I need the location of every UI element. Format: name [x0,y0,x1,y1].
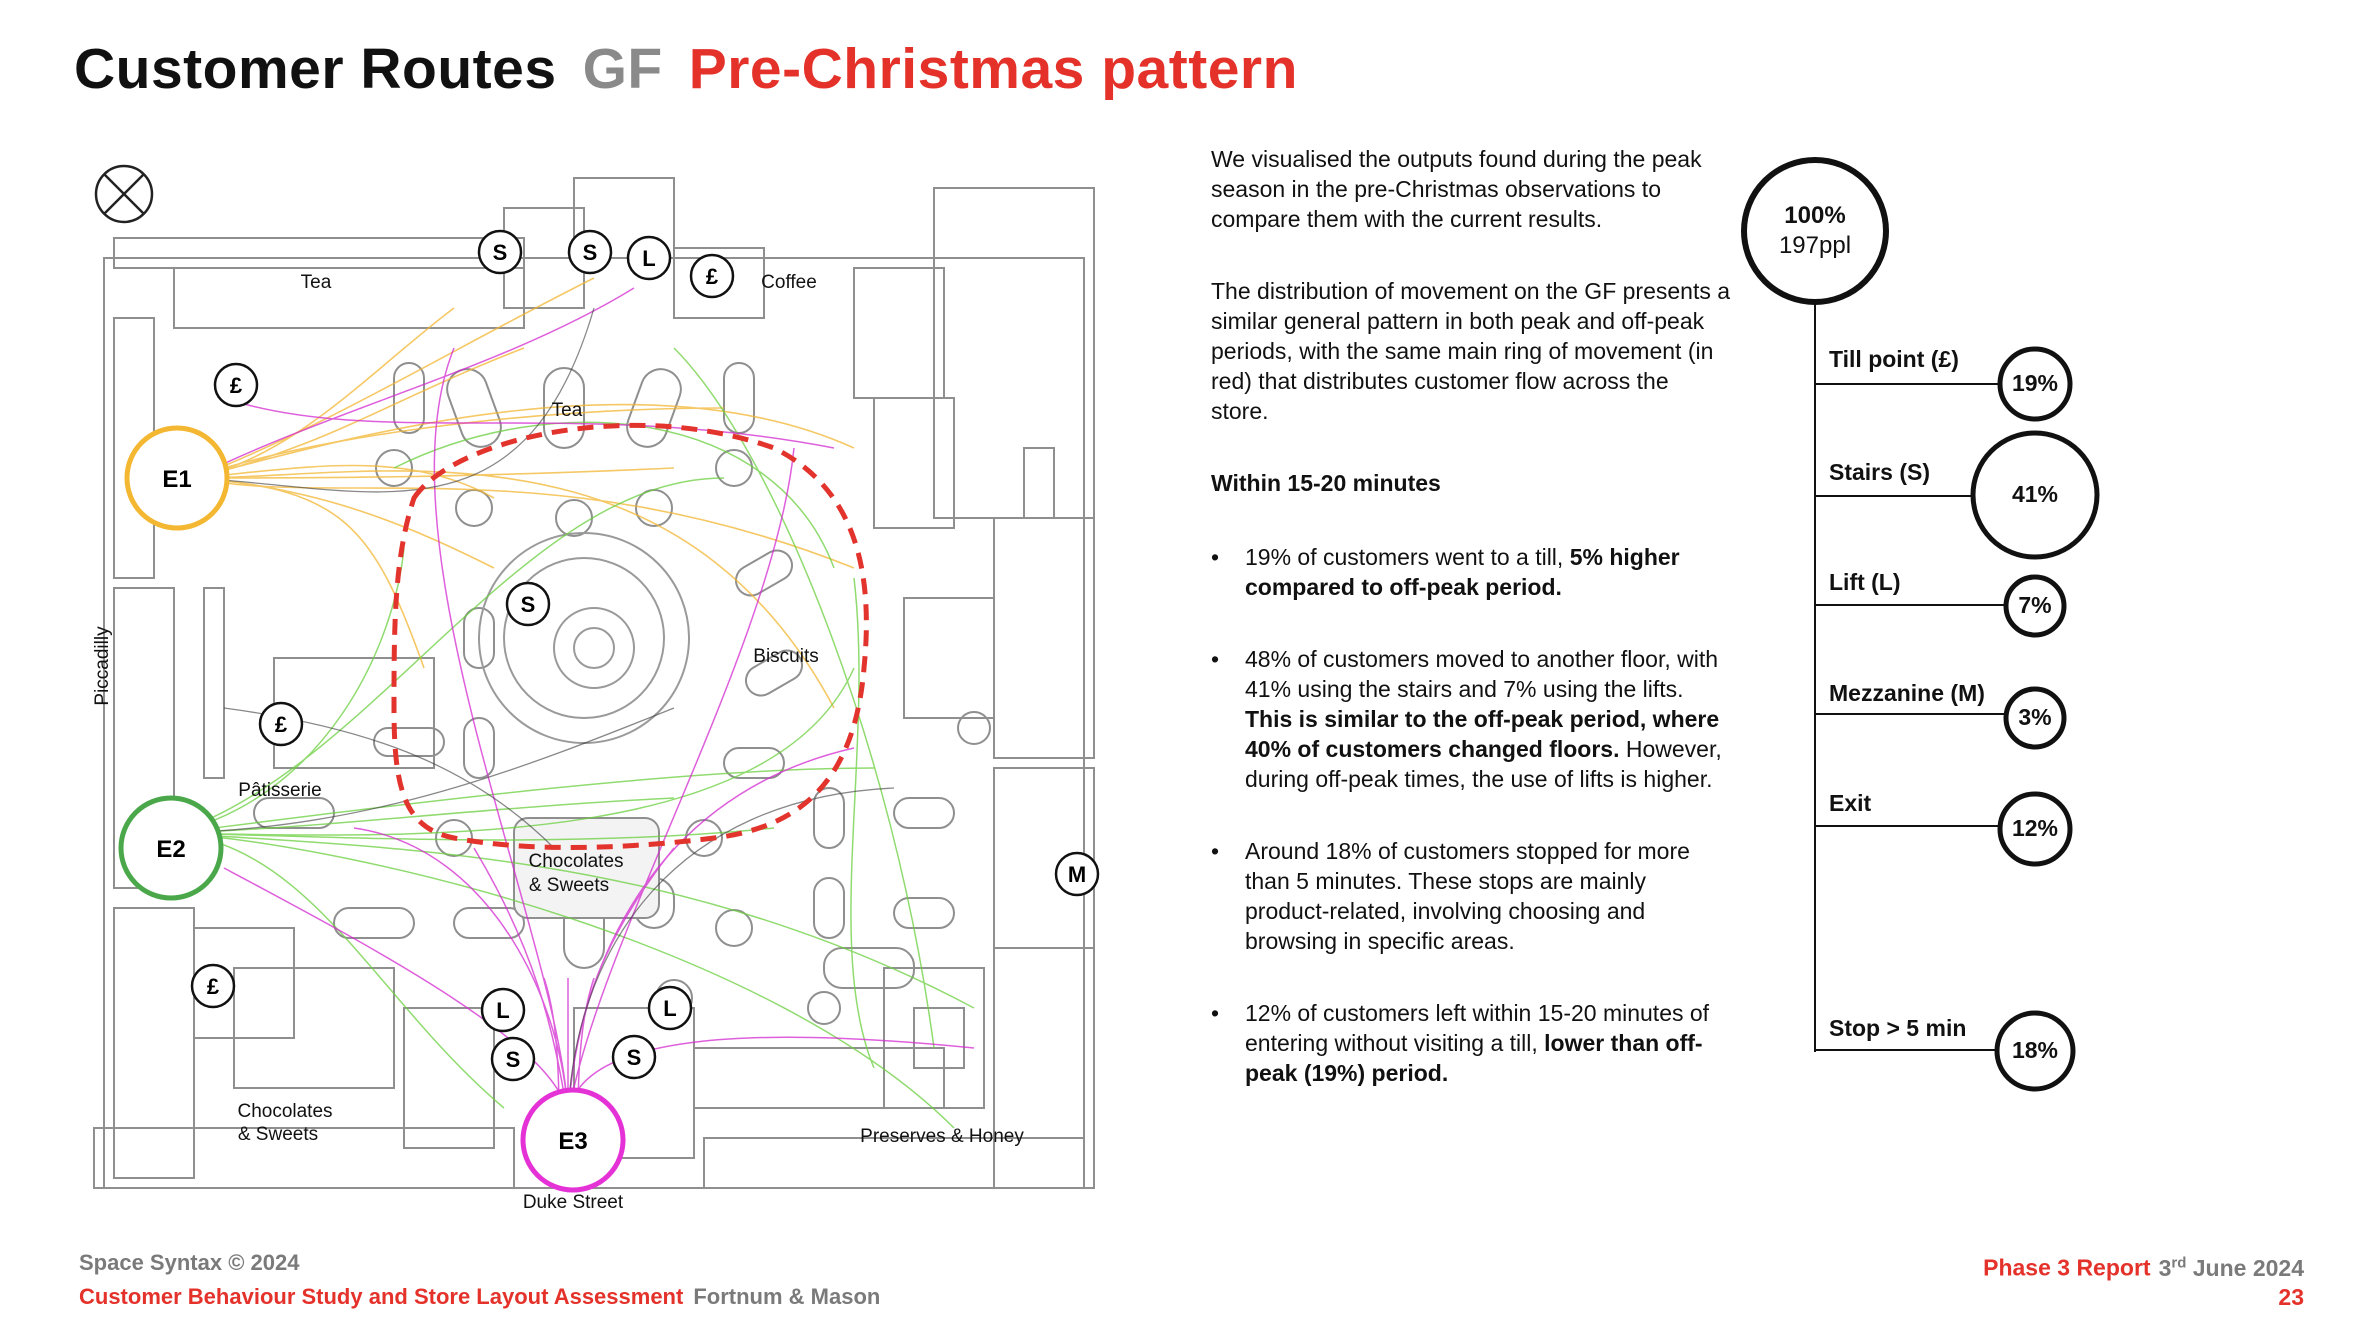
area-label-sweets-bottom: & Sweets [238,1124,318,1145]
main-ring [391,422,869,850]
floor-plan: E1 E2 E3 S S S S S L L L £ £ £ £ M [74,148,1170,1214]
branch-label-lift: Lift (L) [1829,569,1901,595]
lift-marker: L [626,235,672,281]
description-column: We visualised the outputs found during t… [1211,144,1731,1130]
root-count: 197ppl [1778,232,1852,259]
branch-label-exit: Exit [1829,790,1872,816]
area-label-tea: Tea [301,272,332,293]
till-marker: £ [213,362,259,408]
branch-circle-mezzanine [2003,686,2067,750]
footer-client: Fortnum & Mason [693,1284,881,1309]
footer-report: Phase 3 Report 3rd June 2024 [1983,1254,2304,1282]
branch-pct-exit: 12% [2011,815,2059,841]
street-label-piccadilly: Piccadilly [92,626,113,706]
branch-pct-till: 19% [2011,370,2059,396]
street-label-duke: Duke Street [523,1192,624,1213]
branch-pct-mezzanine: 3% [2018,704,2052,730]
stairs-marker: S [505,581,551,627]
till-marker: £ [689,253,735,299]
north-arrow-icon [94,164,154,224]
till-marker: £ [190,963,236,1009]
branch-circle-exit [1997,791,2073,867]
area-label-chocolates-center: Chocolates [528,851,623,872]
area-label-biscuits: Biscuits [753,646,818,667]
branch-circle-stop [1994,1010,2076,1092]
area-label-coffee: Coffee [761,272,817,293]
area-label-tea-center: Tea [552,400,583,421]
flow-diagram: 100% 197ppl Till point (£) Stairs (S) Li… [1740,150,2140,1130]
svg-text:M: M [1068,862,1086,887]
stairs-marker: S [490,1036,536,1082]
routes-magenta [193,287,975,1119]
footer-study-title: Customer Behaviour Study and Store Layou… [79,1284,684,1309]
svg-text:S: S [627,1045,642,1070]
branch-label-stop: Stop > 5 min [1829,1015,1967,1041]
routes-yellow [193,277,855,709]
mezzanine-marker: M [1054,851,1100,897]
footer-study: Customer Behaviour Study and Store Layou… [79,1284,880,1310]
branch-label-till: Till point (£) [1829,346,1959,372]
title-floor: GF [582,37,663,101]
branch-circle-lift [2003,574,2067,638]
footer-date: 3rd June 2024 [2158,1254,2304,1281]
branch-label-stairs: Stairs (S) [1829,459,1930,485]
svg-text:S: S [493,240,508,265]
stairs-marker: S [567,229,613,275]
entrance-e2: E2 [118,795,224,901]
floor-plan-svg: E1 E2 E3 S S S S S L L L £ £ £ £ M [92,164,1100,1213]
svg-text:E3: E3 [558,1128,587,1155]
area-label-preserves: Preserves & Honey [860,1126,1024,1147]
flow-diagram-svg [1741,157,2100,1092]
svg-text:L: L [663,996,676,1021]
svg-text:L: L [642,246,655,271]
svg-text:E1: E1 [162,466,191,493]
intro-paragraph: We visualised the outputs found during t… [1211,146,1702,232]
branch-pct-stop: 18% [2011,1037,2059,1063]
bullet-item: Around 18% of customers stopped for more… [1211,836,1731,956]
svg-text:S: S [521,592,536,617]
root-percent: 100% [1784,202,1846,229]
spiral-staircase [478,532,690,744]
branch-circle-stairs [1970,430,2100,560]
entrance-e1: E1 [124,425,230,531]
title-pattern: Pre-Christmas pattern [688,37,1298,101]
bullet-item: 48% of customers moved to another floor,… [1211,644,1731,794]
area-label-patisserie: Pâtisserie [238,780,321,801]
svg-text:E2: E2 [156,836,185,863]
bullet-item: 19% of customers went to a till, 5% high… [1211,542,1731,602]
page-number: 23 [2278,1284,2304,1310]
area-label-sweets-center: & Sweets [529,875,609,896]
svg-text:£: £ [275,712,288,737]
branch-circle-till [1997,346,2073,422]
page-title: Customer Routes GF Pre-Christmas pattern [74,36,1298,102]
entrance-e3: E3 [520,1087,626,1193]
till-marker: £ [258,701,304,747]
branch-pct-stairs: 41% [2011,481,2059,507]
svg-text:£: £ [230,373,243,398]
stairs-marker: S [611,1034,657,1080]
svg-text:£: £ [706,264,719,289]
footer-copyright: Space Syntax © 2024 [79,1250,300,1275]
title-main: Customer Routes [74,37,557,101]
branch-pct-lift: 7% [2018,592,2052,618]
area-label-chocolates-bottom: Chocolates [237,1101,332,1122]
svg-text:S: S [506,1047,521,1072]
distribution-paragraph: The distribution of movement on the GF p… [1211,278,1731,424]
branch-label-mezzanine: Mezzanine (M) [1829,680,1985,706]
svg-text:L: L [496,998,509,1023]
routes-green [173,347,975,1129]
bullet-item: 12% of customers left within 15-20 minut… [1211,998,1731,1088]
time-heading: Within 15-20 minutes [1211,470,1441,496]
lift-marker: L [647,985,693,1031]
svg-text:£: £ [207,974,220,999]
svg-text:S: S [583,240,598,265]
building-walls [93,177,1095,1189]
stairs-marker: S [477,229,523,275]
footer-report-name: Phase 3 Report [1983,1254,2151,1281]
root-circle [1741,157,1889,305]
lift-marker: L [480,987,526,1033]
